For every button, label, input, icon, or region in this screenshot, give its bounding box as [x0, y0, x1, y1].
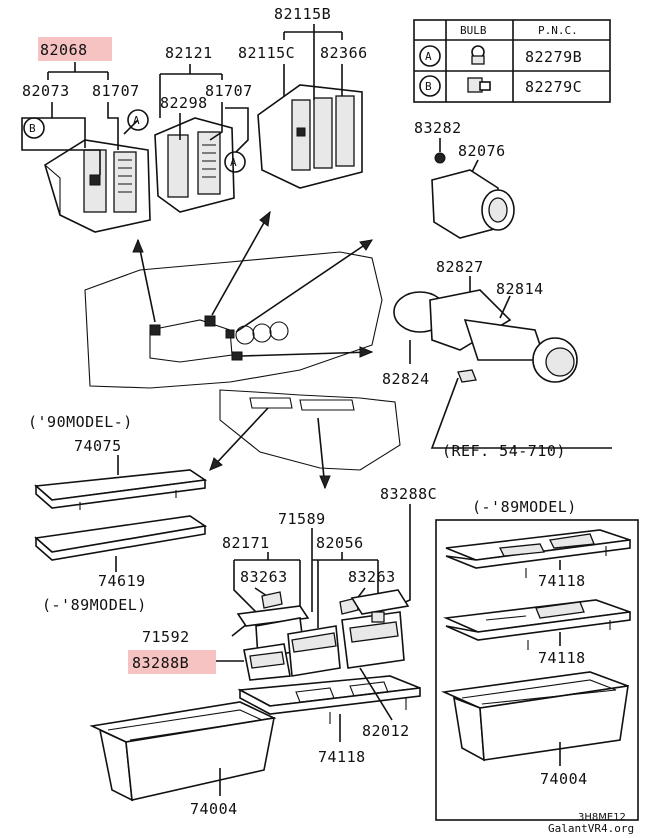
model-89-label-right: (-'89MODEL)	[472, 498, 577, 516]
inset-box-74004	[441, 671, 629, 762]
row-b-pnc: 82279C	[525, 78, 582, 96]
part-74004-inset: 74004	[540, 770, 588, 788]
part-81707: 81707	[92, 82, 140, 100]
part-74118-inset-top: 74118	[538, 572, 586, 590]
highlight-83288b	[128, 650, 216, 674]
part-83288c: 83288C	[380, 485, 437, 503]
model-90-label: ('90MODEL-)	[28, 413, 133, 431]
part-74118-center: 74118	[318, 748, 366, 766]
row-a-key: A	[425, 50, 432, 63]
switch-panel-82068	[44, 139, 151, 233]
inset-frame	[435, 519, 639, 821]
part-83263-b: 83263	[348, 568, 396, 586]
part-82115c: 82115C	[238, 44, 295, 62]
part-74004-left: 74004	[190, 800, 238, 818]
diagram-code: 3H8ME12	[578, 812, 626, 823]
bulb-wedge-icon	[471, 45, 485, 65]
row-b-key: B	[425, 80, 432, 93]
part-83263-a: 83263	[240, 568, 288, 586]
part-74118-inset-mid: 74118	[538, 649, 586, 667]
switch-panel-82115b	[257, 84, 363, 189]
part-82298: 82298	[160, 94, 208, 112]
part-81707-b: 81707	[205, 82, 253, 100]
switch-cluster-parts	[236, 589, 410, 681]
leaders-top-left	[21, 24, 343, 175]
bulb-socket-icon	[467, 77, 491, 93]
part-83288b: 83288B	[132, 654, 189, 672]
part-82073: 82073	[22, 82, 70, 100]
circle-b-label: B	[29, 122, 36, 135]
bulb-header: BULB	[460, 24, 487, 37]
part-83282: 83282	[414, 119, 462, 137]
base-plate-74118	[237, 675, 421, 724]
part-74075: 74075	[74, 437, 122, 455]
highlight-82068	[38, 37, 112, 61]
part-82076: 82076	[458, 142, 506, 160]
model-89-label-left: (-'89MODEL)	[42, 596, 147, 614]
reference-54-710: (REF. 54-710)	[442, 442, 566, 460]
lighter-socket	[393, 276, 578, 383]
part-82056: 82056	[316, 534, 364, 552]
tray-74619	[34, 515, 208, 561]
part-82121: 82121	[165, 44, 213, 62]
inset-plate-74118-top	[445, 529, 631, 578]
circle-a-label-2: A	[230, 156, 237, 169]
inset-plate-74118-mid	[442, 599, 631, 650]
part-82814: 82814	[496, 280, 544, 298]
lighter-82076	[431, 138, 515, 239]
switch-panel-82121	[154, 117, 235, 213]
row-a-pnc: 82279B	[525, 48, 582, 66]
part-82115b: 82115B	[274, 5, 331, 23]
pnc-header: P.N.C.	[538, 24, 578, 37]
part-71592: 71592	[142, 628, 190, 646]
dashboard-outline	[84, 251, 401, 471]
part-82068: 82068	[40, 41, 88, 59]
watermark: GalantVR4.org	[548, 822, 634, 835]
part-82824: 82824	[382, 370, 430, 388]
box-74004	[89, 701, 277, 802]
part-82171: 82171	[222, 534, 270, 552]
circle-a-label: A	[133, 114, 140, 127]
tray-74075	[34, 469, 208, 510]
callout-circles: B A A	[23, 109, 246, 173]
bulb-table: BULB P.N.C. A 82279B B 82279C	[413, 19, 611, 103]
part-74619: 74619	[98, 572, 146, 590]
part-82366: 82366	[320, 44, 368, 62]
part-71589: 71589	[278, 510, 326, 528]
part-82827: 82827	[436, 258, 484, 276]
part-82012: 82012	[362, 722, 410, 740]
pointer-arrows	[132, 210, 612, 490]
